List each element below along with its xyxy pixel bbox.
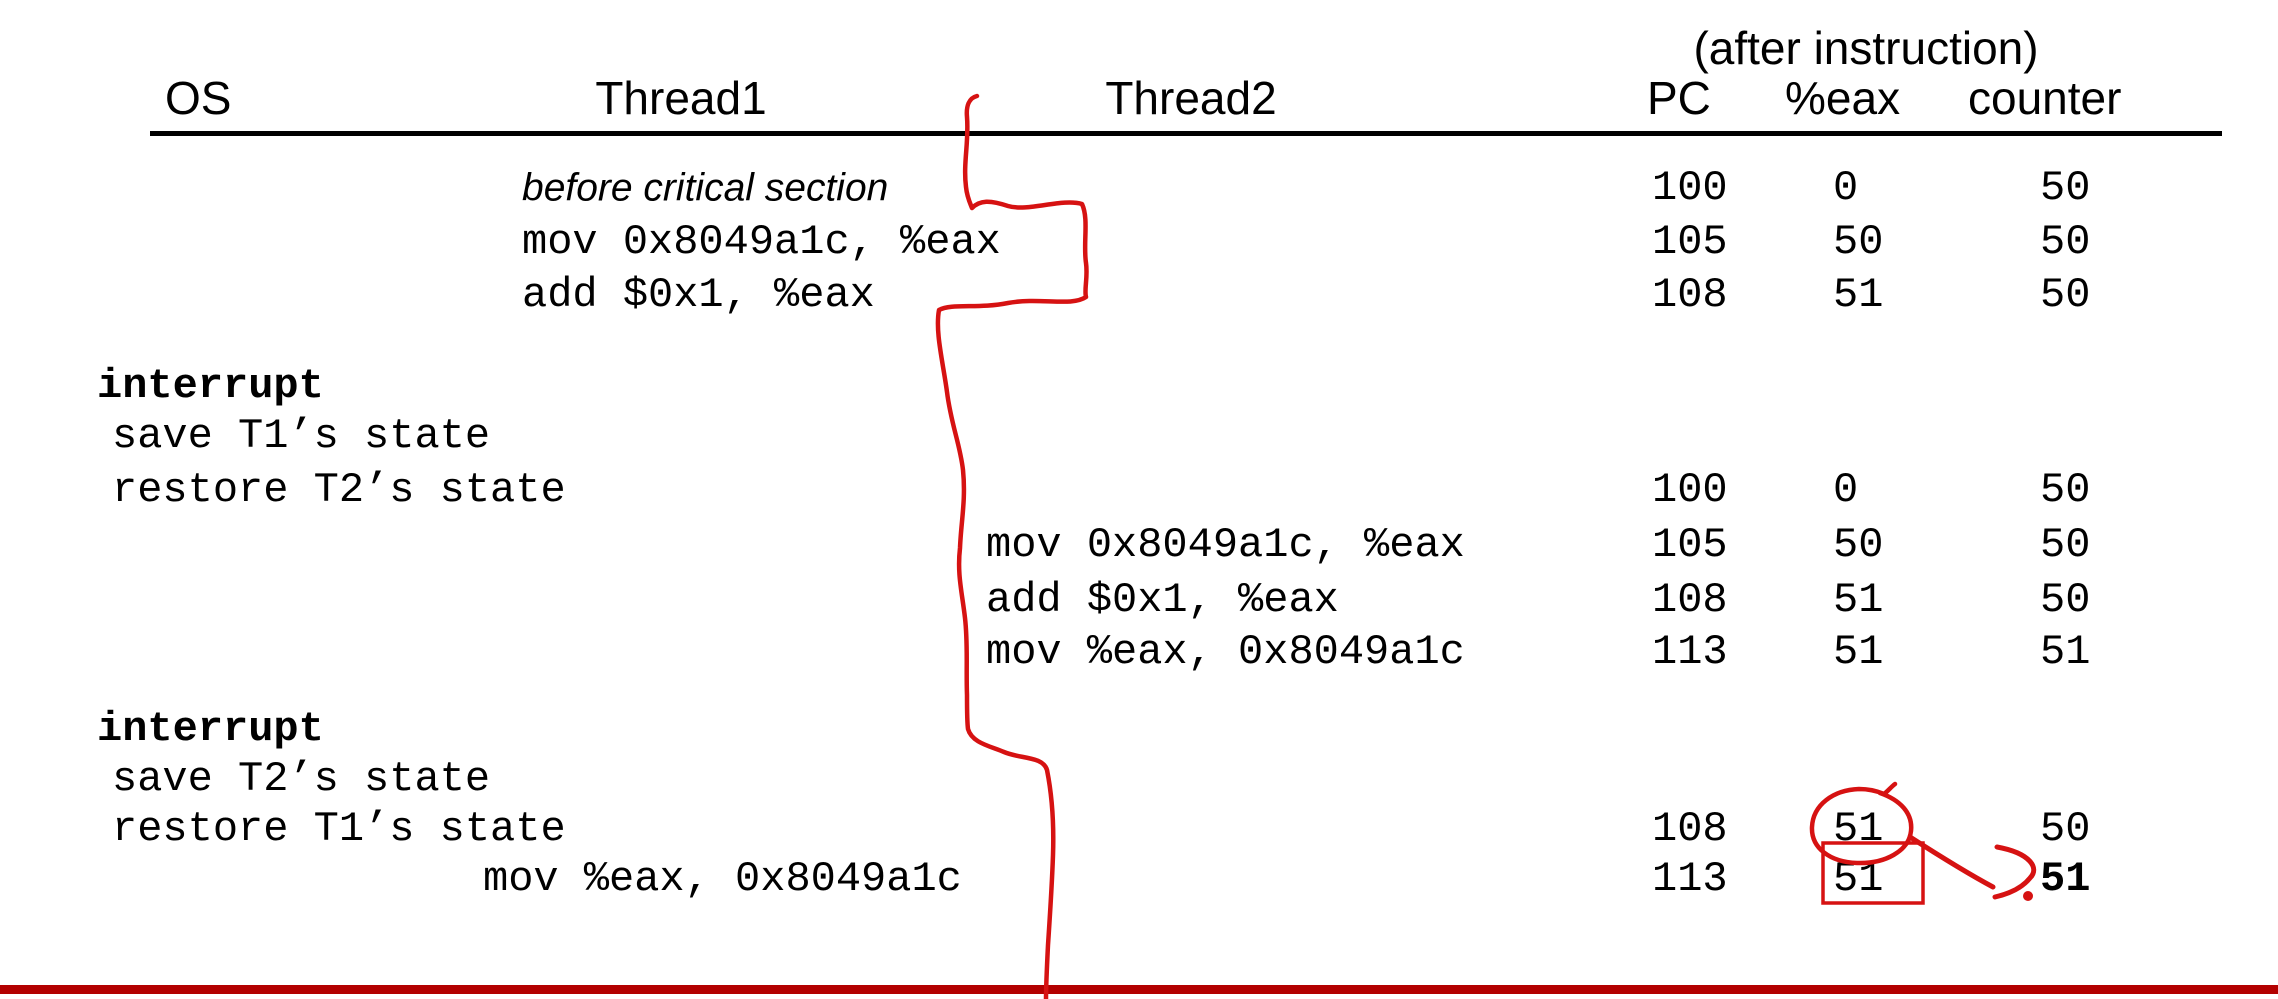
- pc-value: 100: [1652, 466, 1728, 514]
- eax-value: 0: [1833, 164, 1859, 212]
- column-header-thread1: Thread1: [595, 72, 767, 124]
- pc-value: 113: [1652, 628, 1728, 676]
- eax-value: 51: [1833, 271, 1884, 319]
- pc-value: 105: [1652, 521, 1728, 569]
- thread1-instruction: add $0x1, %eax: [522, 271, 875, 319]
- os-step: restore T1’s state: [112, 805, 566, 853]
- column-header-thread2: Thread2: [1105, 72, 1277, 124]
- counter-value: 50: [2040, 218, 2091, 266]
- eax-value: 50: [1833, 521, 1884, 569]
- thread2-instruction: add $0x1, %eax: [986, 576, 1339, 624]
- column-header-pc: PC: [1647, 72, 1711, 124]
- counter-value: 50: [2040, 805, 2091, 853]
- pc-value: 105: [1652, 218, 1728, 266]
- os-step: interrupt: [97, 362, 324, 410]
- thread1-instruction: before critical section: [522, 166, 889, 210]
- pc-value: 113: [1652, 855, 1728, 903]
- thread1-instruction: mov %eax, 0x8049a1c: [483, 855, 962, 903]
- thread1-instruction: mov 0x8049a1c, %eax: [522, 218, 1001, 266]
- eax-value: 51: [1833, 628, 1884, 676]
- os-step: save T1’s state: [112, 412, 491, 460]
- os-step: interrupt: [97, 705, 324, 753]
- pc-value: 108: [1652, 271, 1728, 319]
- counter-value: 50: [2040, 466, 2091, 514]
- handwritten-arrow-shaft: [1907, 834, 1996, 890]
- eax-value: 0: [1833, 466, 1859, 514]
- counter-value: 51: [2040, 855, 2091, 903]
- os-step: restore T2’s state: [112, 466, 566, 514]
- counter-value: 50: [2040, 521, 2091, 569]
- eax-value: 51: [1833, 576, 1884, 624]
- column-header-os: OS: [165, 72, 232, 124]
- eax-value: 50: [1833, 218, 1884, 266]
- after-instruction-label: (after instruction): [1693, 22, 2039, 74]
- pc-value: 108: [1652, 805, 1728, 853]
- counter-value: 50: [2040, 576, 2091, 624]
- eax-value: 51: [1833, 805, 1884, 853]
- thread2-instruction: mov 0x8049a1c, %eax: [986, 521, 1465, 569]
- pc-value: 108: [1652, 576, 1728, 624]
- column-header-eax: %eax: [1785, 72, 1901, 124]
- header-rule: [150, 131, 2222, 136]
- thread2-instruction: mov %eax, 0x8049a1c: [986, 628, 1465, 676]
- column-header-counter: counter: [1968, 72, 2122, 124]
- bottom-red-bar: [0, 985, 2278, 994]
- pc-value: 100: [1652, 164, 1728, 212]
- counter-value: 51: [2040, 628, 2091, 676]
- handwritten-ink-dot: [2023, 891, 2033, 901]
- os-step: save T2’s state: [112, 755, 491, 803]
- eax-value: 51: [1833, 855, 1884, 903]
- handwritten-arrow-head: [1992, 844, 2037, 900]
- counter-value: 50: [2040, 164, 2091, 212]
- counter-value: 50: [2040, 271, 2091, 319]
